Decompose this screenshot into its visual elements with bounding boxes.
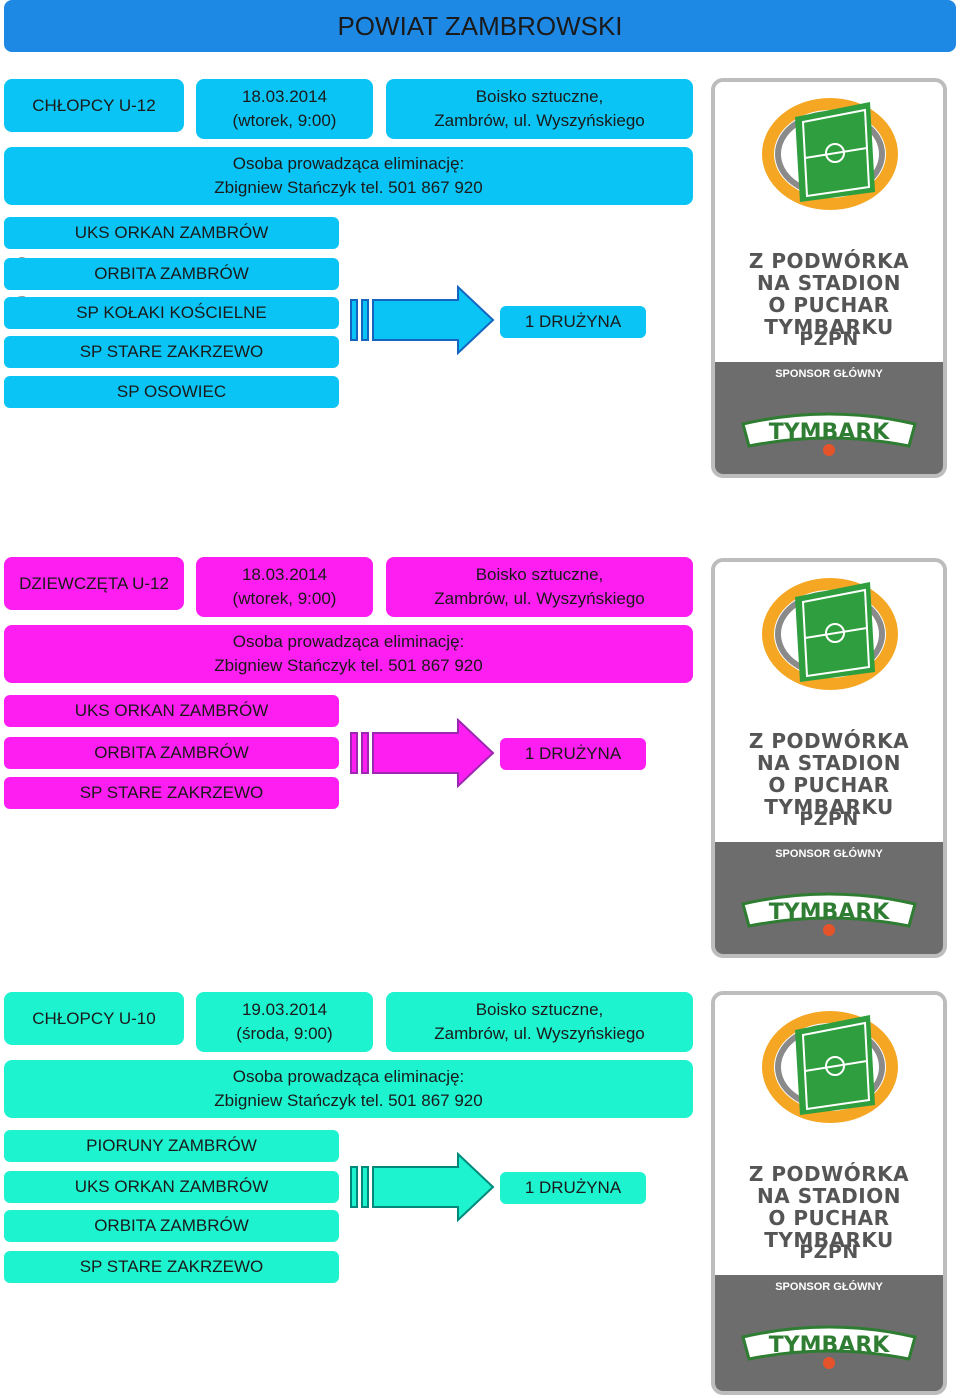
organizer-line2: Zbigniew Stańczyk tel. 501 867 920 [214, 1091, 483, 1110]
organizer-box: Osoba prowadząca eliminację: Zbigniew St… [4, 1060, 693, 1118]
arrow-right-icon [350, 718, 495, 788]
team-row: SP STARE ZAKRZEWO [4, 336, 339, 368]
pzpn-label: PZPN [799, 1241, 859, 1263]
venue-box: Boisko sztuczne, Zambrów, ul. Wyszyńskie… [386, 992, 693, 1052]
organizer-line1: Osoba prowadząca eliminację: [232, 154, 465, 173]
team-row: ORBITA ZAMBRÓW [4, 1210, 339, 1242]
slogan-line: NA STADION [757, 1184, 901, 1208]
team-row: SP STARE ZAKRZEWO [4, 1251, 339, 1283]
venue-line1: Boisko sztuczne, [475, 87, 604, 106]
date-text: 18.03.2014 [241, 87, 328, 106]
date-text: 19.03.2014 [241, 1000, 328, 1019]
tournament-logo: Z PODWÓRKA NA STADION O PUCHAR TYMBARKU … [711, 558, 947, 958]
venue-box: Boisko sztuczne, Zambrów, ul. Wyszyńskie… [386, 557, 693, 617]
sponsor-label: SPONSOR GŁÓWNY [775, 368, 883, 380]
tournament-logo: Z PODWÓRKA NA STADION O PUCHAR TYMBARKU … [711, 991, 947, 1395]
slogan-line: O PUCHAR TYMBARKU [764, 1206, 894, 1252]
football-pitch-logo-icon [762, 98, 898, 210]
organizer-line1: Osoba prowadząca eliminację: [232, 1067, 465, 1086]
tymbark-wordmark: TYMBARK [769, 420, 891, 445]
slogan-line: O PUCHAR TYMBARKU [764, 773, 894, 819]
category-badge: DZIEWCZĘTA U-12 [4, 557, 184, 610]
time-text: (wtorek, 9:00) [232, 589, 337, 608]
organizer-line1: Osoba prowadząca eliminację: [232, 632, 465, 651]
organizer-box: Osoba prowadząca eliminację: Zbigniew St… [4, 625, 693, 683]
date-text: 18.03.2014 [241, 565, 328, 584]
football-pitch-logo-icon [762, 1011, 898, 1123]
pzpn-label: PZPN [799, 328, 859, 350]
football-pitch-logo-icon [762, 578, 898, 690]
tymbark-wordmark: TYMBARK [769, 900, 891, 925]
venue-line2: Zambrów, ul. Wyszyńskiego [434, 1024, 645, 1043]
category-badge: CHŁOPCY U-12 [4, 79, 184, 132]
tymbark-logo: TYMBARK [741, 1325, 917, 1369]
result-box: 1 DRUŻYNA [500, 1172, 646, 1204]
venue-line2: Zambrów, ul. Wyszyńskiego [434, 111, 645, 130]
tournament-logo: Z PODWÓRKA NA STADION O PUCHAR TYMBARKU … [711, 78, 947, 478]
team-row: UKS ORKAN ZAMBRÓW [4, 695, 339, 727]
time-text: (wtorek, 9:00) [232, 111, 337, 130]
team-row: PIORUNY ZAMBRÓW [4, 1130, 339, 1162]
time-text: (środa, 9:00) [236, 1024, 333, 1043]
arrow-right-icon [350, 1152, 495, 1222]
sponsor-label: SPONSOR GŁÓWNY [775, 1281, 883, 1293]
tymbark-logo: TYMBARK [741, 892, 917, 936]
result-box: 1 DRUŻYNA [500, 738, 646, 770]
date-box: 18.03.2014 (wtorek, 9:00) [196, 79, 373, 139]
slogan-line: Z PODWÓRKA [748, 1162, 910, 1186]
tymbark-logo: TYMBARK [741, 412, 917, 456]
organizer-box: Osoba prowadząca eliminację: Zbigniew St… [4, 147, 693, 205]
team-row: SP KOŁAKI KOŚCIELNE [4, 297, 339, 329]
date-box: 19.03.2014 (środa, 9:00) [196, 992, 373, 1052]
date-box: 18.03.2014 (wtorek, 9:00) [196, 557, 373, 617]
venue-line2: Zambrów, ul. Wyszyńskiego [434, 589, 645, 608]
venue-box: Boisko sztuczne, Zambrów, ul. Wyszyńskie… [386, 79, 693, 139]
result-box: 1 DRUŻYNA [500, 306, 646, 338]
arrow-right-icon [350, 285, 495, 355]
team-row: ORBITA ZAMBRÓW [4, 737, 339, 769]
tymbark-wordmark: TYMBARK [769, 1333, 891, 1358]
team-row: UKS ORKAN ZAMBRÓW [4, 1171, 339, 1203]
sponsor-label: SPONSOR GŁÓWNY [775, 848, 883, 860]
slogan-line: NA STADION [757, 271, 901, 295]
slogan-line: O PUCHAR TYMBARKU [764, 293, 894, 339]
slogan-line: Z PODWÓRKA [748, 729, 910, 753]
venue-line1: Boisko sztuczne, [475, 565, 604, 584]
team-row: ORBITA ZAMBRÓW [4, 258, 339, 290]
organizer-line2: Zbigniew Stańczyk tel. 501 867 920 [214, 656, 483, 675]
venue-line1: Boisko sztuczne, [475, 1000, 604, 1019]
page-title: POWIAT ZAMBROWSKI [4, 0, 956, 52]
organizer-line2: Zbigniew Stańczyk tel. 501 867 920 [214, 178, 483, 197]
category-badge: CHŁOPCY U-10 [4, 992, 184, 1045]
team-row: SP STARE ZAKRZEWO [4, 777, 339, 809]
pzpn-label: PZPN [799, 808, 859, 830]
team-row: UKS ORKAN ZAMBRÓW [4, 217, 339, 249]
slogan-line: NA STADION [757, 751, 901, 775]
team-row: SP OSOWIEC [4, 376, 339, 408]
slogan-line: Z PODWÓRKA [748, 249, 910, 273]
